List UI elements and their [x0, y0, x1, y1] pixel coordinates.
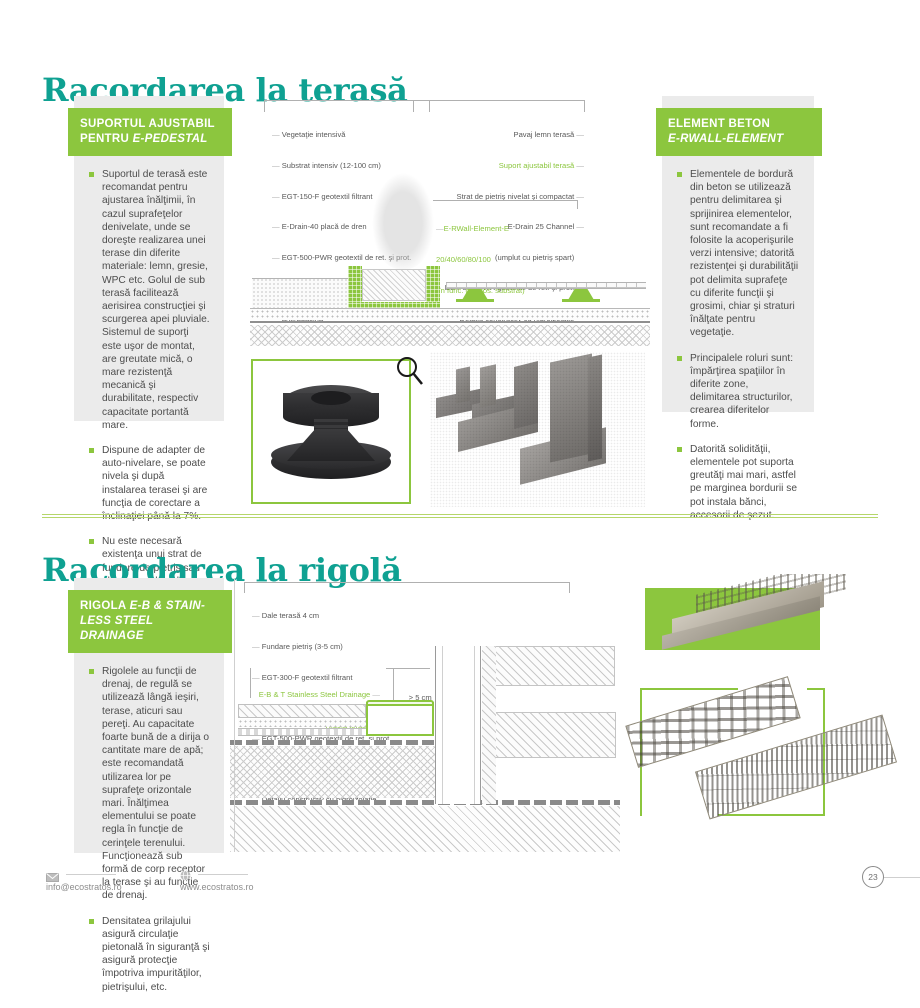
label-text: Pavaj lemn terasă	[513, 130, 575, 140]
label-text: E-Drain 25 Channel	[507, 222, 575, 232]
label-text: Strat de pietriş nivelat şi compactat	[456, 191, 575, 201]
label-text: EGT-300-F geotextil filtrant	[261, 672, 353, 682]
label-text: EGT-500-PWR geotextil de ret. şi prot.	[261, 733, 392, 743]
leader-bracket-top	[244, 582, 570, 593]
badge-line-2-italic: E-RWALL-ELEMENT	[668, 133, 784, 145]
concrete-border-elements-photo	[430, 352, 645, 507]
steel-grates-photo	[620, 676, 910, 846]
panel-element-beton: ELEMENT BETON E-RWALL-ELEMENT Elementele…	[656, 96, 822, 521]
leader-bracket-callout	[433, 200, 578, 209]
page-number: 23	[862, 866, 884, 888]
callout-line: E-B & T Stainless Steel Drainage	[258, 690, 371, 700]
bullet-list-rigola: Rigolele au funcţii de drenaj, de regulă…	[88, 665, 210, 994]
badge-line-2-italic: LESS STEEL DRAINAGE	[80, 615, 154, 642]
section-divider	[42, 514, 878, 518]
badge-line-1: SUPORTUL AJUSTABIL	[80, 118, 215, 130]
list-item: Dispune de adapter de auto-nivelare, se …	[88, 444, 210, 523]
cross-section-terasa-diagram: — Vegetaţie intensivă — Substrat intensi…	[250, 96, 650, 346]
label-text: Vegetaţie intensivă	[281, 130, 346, 140]
cross-section-artwork	[250, 166, 650, 346]
leader-bracket-callout	[250, 668, 380, 698]
badge-line-2-prefix: PENTRU	[80, 133, 133, 145]
pedestal-photo	[259, 367, 403, 496]
dimension-text: > 5 cm	[408, 693, 432, 703]
bullet-list-suport: Suportul de terasă este recomandat pentr…	[88, 168, 210, 601]
label-text: (umplut cu pietriş spart)	[494, 252, 575, 262]
label-text: Substrat intensiv (12-100 cm)	[281, 161, 381, 171]
label-text: EGT-150-F geotextil filtrant	[281, 191, 373, 201]
brochure-page: Racordarea la terasă SUPORTUL AJUSTABIL …	[42, 71, 920, 993]
label-text-highlighted: Suport ajustabil terasă	[498, 161, 575, 171]
channel-drain-photo	[650, 574, 870, 669]
list-item: Principalele roluri sunt: împărţirea spa…	[676, 352, 800, 431]
dimension-label: > 5 cm	[396, 683, 432, 714]
callout-line: 20/40/60/80/100	[436, 255, 491, 265]
list-item: Elementele de bordură din beton se utili…	[676, 168, 800, 340]
envelope-icon	[46, 869, 59, 882]
panel-rigola: RIGOLA E-B & STAIN- LESS STEEL DRAINAGE …	[68, 578, 232, 993]
globe-icon	[180, 868, 191, 881]
leader-bracket-left	[264, 100, 430, 112]
list-item: Rigolele au funcţii de drenaj, de regulă…	[88, 665, 210, 903]
leader-bracket-right	[413, 100, 585, 112]
list-item: Datorită solidităţii, elementele pot sup…	[676, 443, 800, 522]
label-text: Dale terasă 4 cm	[261, 611, 320, 621]
badge-rigola: RIGOLA E-B & STAIN- LESS STEEL DRAINAGE	[68, 590, 232, 653]
list-item: Suportul de terasă este recomandat pentr…	[88, 168, 210, 432]
panel-suport-ajustabil: SUPORTUL AJUSTABIL PENTRU E-PEDESTAL Sup…	[68, 96, 232, 600]
search-icon[interactable]	[395, 355, 425, 387]
callout-line: E-RWall-Element-E	[443, 224, 509, 234]
label-text: Fundare pietriş (3-5 cm)	[261, 642, 343, 652]
badge-line-2-italic: E-PEDESTAL	[132, 133, 208, 145]
badge-line-1: ELEMENT BETON	[668, 118, 771, 130]
list-item: Densitatea grilajului asigură circulaţie…	[88, 915, 210, 994]
badge-suport-ajustabil: SUPORTUL AJUSTABIL PENTRU E-PEDESTAL	[68, 108, 232, 156]
badge-line-1-prefix: RIGOLA	[80, 600, 130, 612]
bullet-list-element-beton: Elementele de bordură din beton se utili…	[676, 168, 800, 522]
cross-section-artwork	[230, 578, 620, 853]
label-text: Detaliu constructiv cu hidroizolaţie	[262, 795, 377, 804]
pedestal-photo-frame	[251, 359, 411, 504]
footer-email[interactable]: info@ecostratos.ro	[46, 882, 122, 892]
label-text: E-Drain-40 placă de dren	[281, 222, 367, 232]
footer-website[interactable]: www.ecostratos.ro	[180, 882, 254, 892]
cross-section-rigola-diagram: — Dale terasă 4 cm — Fundare pietriş (3-…	[230, 578, 620, 853]
badge-line-1-italic: E-B & STAIN-	[129, 600, 206, 612]
badge-element-beton: ELEMENT BETON E-RWALL-ELEMENT	[656, 108, 822, 156]
